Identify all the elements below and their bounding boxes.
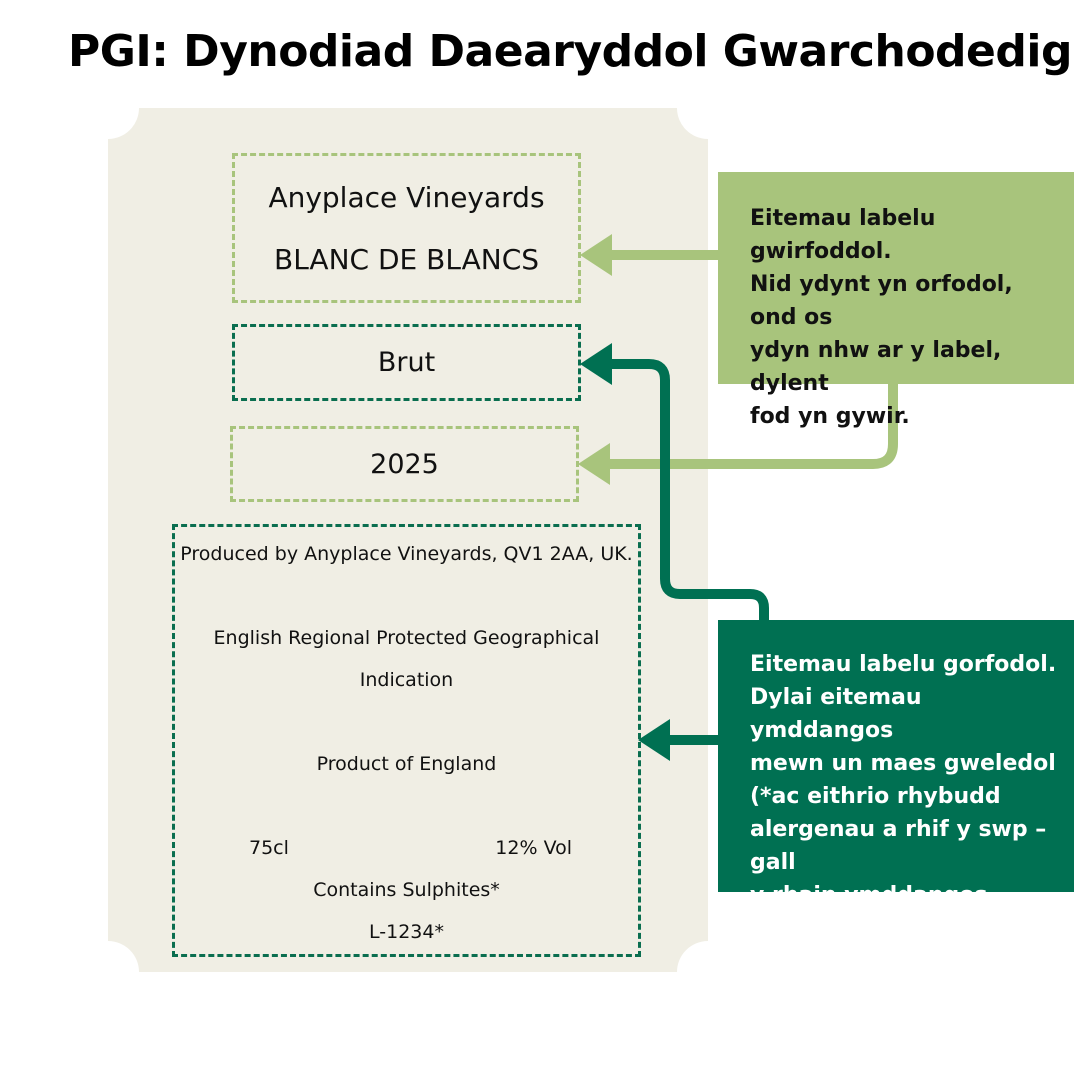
note-line: ydyn nhw ar y label, dylent bbox=[750, 338, 1002, 396]
abv: 12% Vol bbox=[495, 837, 572, 859]
optional-items-note: Eitemau labelu gwirfoddol. Nid ydynt yn … bbox=[718, 172, 1074, 429]
note-line: mewn un maes gweledol bbox=[750, 751, 1056, 776]
note-line: y rhain ymddangos unrhyw bbox=[750, 883, 988, 941]
mandatory-arrowhead-bottom bbox=[638, 719, 670, 761]
wine-style: Brut bbox=[377, 347, 436, 378]
note-line: le ar y botel). bbox=[750, 949, 918, 974]
allergen: Contains Sulphites* bbox=[313, 879, 500, 901]
mandatory-arrow-line-top bbox=[608, 359, 769, 620]
note-line: alergenau a rhif y swp – gall bbox=[750, 817, 1047, 875]
mandatory-items-note: Eitemau labelu gorfodol. Dylai eitemau y… bbox=[718, 620, 1074, 974]
volume: 75cl bbox=[249, 837, 289, 859]
producer-name: Anyplace Vineyards bbox=[268, 180, 545, 214]
note-line: Eitemau labelu gwirfoddol. bbox=[750, 206, 936, 264]
page-title: PGI: Dynodiad Daearyddol Gwarchodedig bbox=[68, 26, 1072, 77]
note-line: Dylai eitemau ymddangos bbox=[750, 685, 922, 743]
note-line: Nid ydynt yn orfodol, ond os bbox=[750, 272, 1013, 330]
mandatory-info-box: Produced by Anyplace Vineyards, QV1 2AA,… bbox=[172, 524, 641, 957]
pgi-line-1: English Regional Protected Geographical bbox=[213, 627, 600, 649]
note-line: (*ac eithrio rhybudd bbox=[750, 784, 1001, 809]
optional-vintage-box: 2025 bbox=[230, 426, 579, 502]
origin: Product of England bbox=[316, 753, 497, 775]
optional-arrow-line-bottom bbox=[606, 384, 898, 469]
optional-arrowhead-top bbox=[580, 234, 612, 276]
mandatory-style-box: Brut bbox=[232, 324, 581, 401]
optional-name-box: Anyplace Vineyards BLANC DE BLANCS bbox=[232, 153, 581, 303]
produced-by: Produced by Anyplace Vineyards, QV1 2AA,… bbox=[180, 543, 633, 565]
lot-number: L-1234* bbox=[369, 921, 444, 943]
note-line: Eitemau labelu gorfodol. bbox=[750, 652, 1057, 677]
vintage: 2025 bbox=[370, 448, 439, 480]
wine-name: BLANC DE BLANCS bbox=[273, 242, 540, 276]
mandatory-arrowhead-top bbox=[580, 343, 612, 385]
note-line: fod yn gywir. bbox=[750, 404, 910, 429]
optional-arrowhead-bottom bbox=[578, 443, 610, 485]
pgi-line-2: Indication bbox=[359, 669, 454, 691]
